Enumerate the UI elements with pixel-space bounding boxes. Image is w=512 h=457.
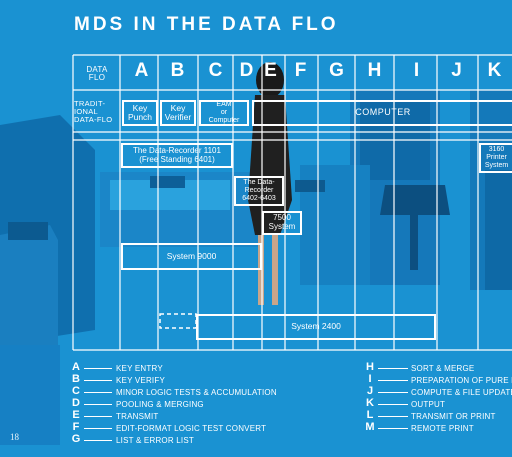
legend-letter-k: K <box>366 397 374 409</box>
data-flo-header: DATA FLO <box>86 65 108 83</box>
column-letter-a: A <box>134 60 150 81</box>
legend-letter-d: D <box>72 397 80 409</box>
legend-connector <box>84 428 112 429</box>
legend-text-l: TRANSMIT OR PRINT <box>411 412 496 421</box>
legend-connector <box>378 404 408 405</box>
legend-connector <box>84 380 112 381</box>
data-recorder-1101-box: The Data-Recorder 1101 (Free Standing 64… <box>121 143 233 168</box>
column-letter-h: H <box>367 60 383 81</box>
column-letter-i: I <box>413 60 421 81</box>
legend-letter-e: E <box>72 409 80 421</box>
column-letter-j: J <box>451 60 463 81</box>
legend-text-i: PREPARATION OF PURE DA <box>411 376 512 385</box>
legend-text-e: TRANSMIT <box>116 412 159 421</box>
legend-text-j: COMPUTE & FILE UPDATE <box>411 388 512 397</box>
legend-text-a: KEY ENTRY <box>116 364 163 373</box>
key-verifier-box: Key Verifier <box>160 100 196 126</box>
computer-box: COMPUTER <box>252 100 512 126</box>
system-9000-box: System 9000 <box>121 243 262 270</box>
legend-letter-m: M <box>365 421 375 433</box>
column-letter-g: G <box>329 60 345 81</box>
legend-connector <box>378 416 408 417</box>
legend-letter-l: L <box>366 409 374 421</box>
legend-connector <box>378 380 408 381</box>
page-title: MDS IN THE DATA FLO <box>74 14 339 35</box>
legend-letter-f: F <box>72 421 80 433</box>
legend-text-h: SORT & MERGE <box>411 364 475 373</box>
legend-text-f: EDIT-FORMAT LOGIC TEST CONVERT <box>116 424 267 433</box>
legend-connector <box>378 428 408 429</box>
column-letter-e: E <box>264 60 278 81</box>
legend-connector <box>84 404 112 405</box>
data-recorder-6402-box: The Data- Recorder 6402-6403 <box>234 176 284 206</box>
legend-text-k: OUTPUT <box>411 400 446 409</box>
legend-letter-a: A <box>72 361 80 373</box>
system-2400-box: System 2400 <box>196 314 436 340</box>
legend-connector <box>378 392 408 393</box>
legend-text-d: POOLING & MERGING <box>116 400 204 409</box>
system-7500-box: 7500 System <box>262 211 302 235</box>
column-letter-k: K <box>487 60 503 81</box>
legend-letter-g: G <box>71 433 81 445</box>
legend-text-m: REMOTE PRINT <box>411 424 474 433</box>
legend-letter-b: B <box>72 373 80 385</box>
legend-connector <box>84 416 112 417</box>
legend-connector <box>84 392 112 393</box>
legend-letter-i: I <box>368 373 372 385</box>
legend-text-g: LIST & ERROR LIST <box>116 436 194 445</box>
eam-computer-box: EAM or Computer <box>199 100 249 126</box>
column-letter-d: D <box>239 60 255 81</box>
legend-connector <box>84 440 112 441</box>
legend-text-c: MINOR LOGIC TESTS & ACCUMULATION <box>116 388 277 397</box>
legend-letter-j: J <box>366 385 374 397</box>
page-number: 18 <box>10 432 19 442</box>
traditional-data-flo-label: TRADIT- IONAL DATA-FLO <box>74 99 113 124</box>
legend-connector <box>84 368 112 369</box>
column-letter-f: F <box>294 60 308 81</box>
legend-letter-c: C <box>72 385 80 397</box>
legend-text-b: KEY VERIFY <box>116 376 165 385</box>
column-letter-c: C <box>208 60 224 81</box>
column-letter-b: B <box>170 60 186 81</box>
legend-connector <box>378 368 408 369</box>
legend-letter-h: H <box>366 361 374 373</box>
printer-3160-box: 3160 Printer System <box>479 143 512 173</box>
key-punch-box: Key Punch <box>122 100 158 126</box>
